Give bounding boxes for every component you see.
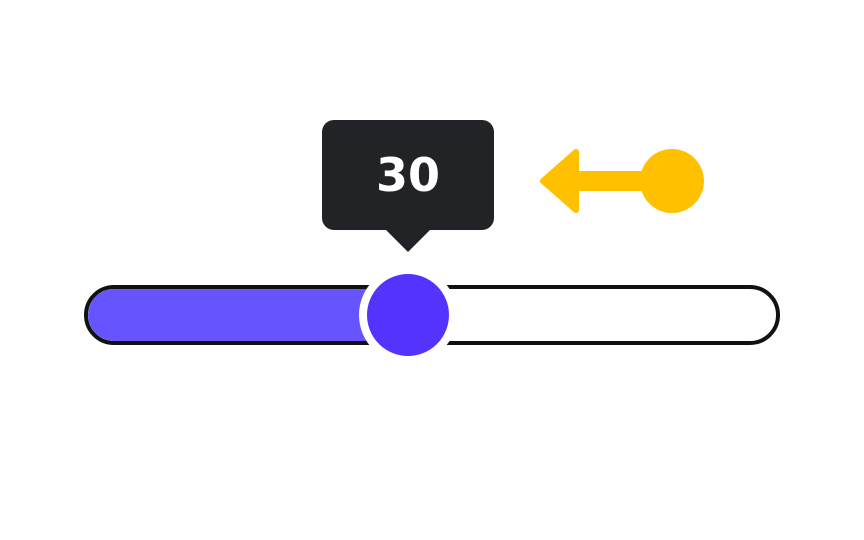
hint-arrow-head: [540, 149, 579, 213]
tooltip-pointer: [386, 230, 430, 252]
slider-fill: [88, 289, 412, 341]
hint-handle: [640, 149, 704, 213]
arrow-left-drag-icon: [540, 149, 704, 213]
value-label: 30: [375, 148, 440, 202]
value-tooltip: 30: [322, 120, 494, 252]
slider-thumb[interactable]: [359, 266, 457, 364]
